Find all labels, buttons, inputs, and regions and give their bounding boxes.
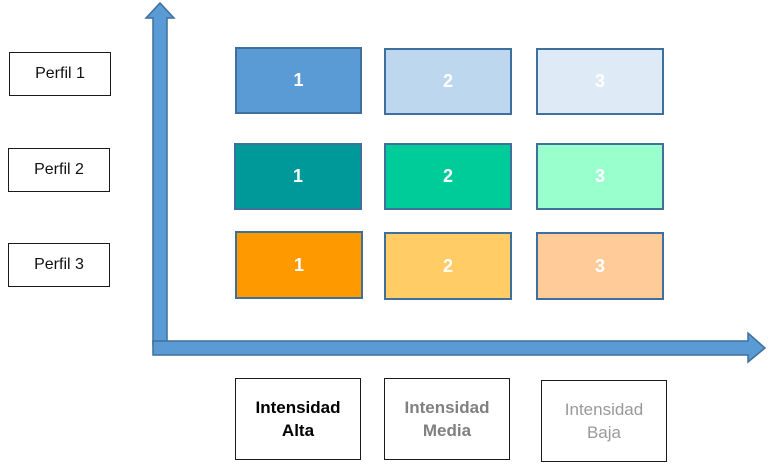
cell-value: 2 — [442, 71, 453, 91]
x-axis-arrow — [152, 331, 767, 364]
cell-perfil3-baja: 3 — [536, 232, 664, 300]
cell-perfil1-media: 2 — [384, 48, 512, 115]
intensity-line1: Intensidad — [255, 398, 341, 417]
cell-value: 3 — [594, 255, 605, 276]
cell-value: 2 — [442, 166, 453, 186]
cell-value: 1 — [293, 70, 304, 90]
cell-value: 1 — [292, 166, 303, 186]
y-axis-arrow — [144, 1, 176, 346]
profile-label-text: Perfil 2 — [34, 161, 84, 178]
cell-value: 3 — [594, 166, 605, 186]
cell-value: 1 — [293, 254, 304, 275]
intensity-line2: Media — [422, 421, 472, 440]
intensity-baja: Intensidad Baja — [541, 380, 667, 462]
profile-label-text: Perfil 1 — [35, 65, 85, 82]
profile-label-3: Perfil 3 — [8, 243, 110, 287]
cell-perfil2-baja: 3 — [536, 143, 664, 210]
cell-perfil1-alta: 1 — [235, 47, 362, 114]
profile-label-2: Perfil 2 — [8, 148, 110, 192]
intensity-media: Intensidad Media — [384, 378, 510, 460]
cell-perfil3-media: 2 — [384, 232, 512, 300]
cell-perfil3-alta: 1 — [235, 231, 363, 299]
cell-perfil2-media: 2 — [384, 143, 512, 210]
intensity-line2: Baja — [586, 423, 621, 442]
profile-label-1: Perfil 1 — [9, 52, 111, 96]
profile-label-text: Perfil 3 — [34, 256, 84, 273]
cell-perfil1-baja: 3 — [536, 48, 664, 115]
intensity-line1: Intensidad — [564, 400, 644, 419]
cell-perfil2-alta: 1 — [234, 143, 362, 210]
intensity-line2: Alta — [281, 421, 315, 440]
intensity-alta: Intensidad Alta — [235, 378, 361, 460]
cell-value: 2 — [442, 255, 453, 276]
intensity-line1: Intensidad — [404, 398, 490, 417]
cell-value: 3 — [594, 71, 605, 91]
